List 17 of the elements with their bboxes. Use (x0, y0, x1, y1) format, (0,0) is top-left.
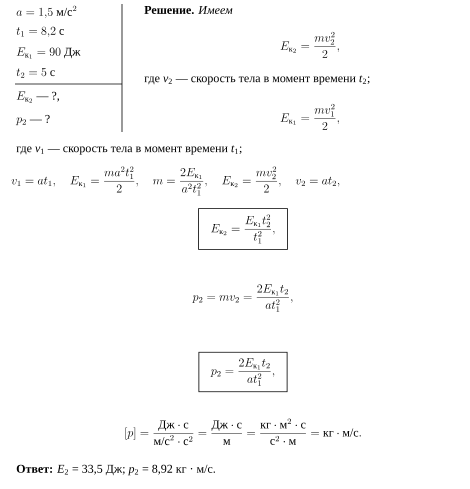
answer-line: Ответ: E$_{2}$ = 33,5 Дж; p$_{2}$ = 8,92 кг · м/с. (16, 464, 215, 476)
text-line: где v$_{1}$ — скорость тела в момент времени t$_{1}$; (16, 145, 242, 155)
unknown-value: $E_{\text{к}_2}\text{ — ?,}$ (16, 91, 59, 103)
formula-box: $E_{\text{к}_2} = \frac{E_{\text{к}_1}t_2^2}{t_1^2},$ (198, 208, 288, 250)
given-value: $t_1 = 8{,}2~\text{с}$ (16, 26, 64, 38)
formula: $[p] = \frac{\text{Дж}\cdot\text{с}}{\text{м/с}^2\cdot\text{с}^2} = \frac{\text{Дж}\cdot\text{с}}{\text{м}} = \frac{\text{кг}\cdot\text{м}^2\cdot\text{с}}{\text{с}^2\cdot\text{м}} = \text{кг}\cdot\text{м/с}.$ (126, 418, 361, 446)
given-value: $a = 1{,}5~\text{м/с}^2$ (16, 6, 76, 18)
formula-line: $v_1 = at_1,\quad E_{\text{к}_1} = \frac{ma^2t_1^2}{2},\quad m = \frac{2E_{\text{к}_1}}{a^2t_1^2},\quad E_{\text{к}_2} = \frac{mv_2^2}{2},\quad v_2 = at_2,$ (12, 166, 340, 196)
formula-box: $p_2 = \frac{2E_{\text{к}_1}t_2}{at_1^2},$ (198, 352, 288, 392)
formula: $E_{\text{к}_2} = \frac{mv_2^2}{2},$ (280, 32, 339, 58)
given-value: $t_2 = 5~\text{с}$ (16, 68, 55, 78)
given-value: $E_{\text{к}_1} = 90~\text{Дж}$ (16, 47, 81, 59)
formula: $p_2 = mv_2 = \frac{2E_{\text{к}_1}t_2}{at_1^2},$ (192, 284, 292, 312)
text-line: где v$_{2}$ — скорость тела в момент времени t$_{2}$; (144, 75, 370, 85)
unknown-value: $p_2\text{ — ?}$ (16, 114, 50, 126)
formula: $E_{\text{к}_1} = \frac{mv_1^2}{2},$ (280, 104, 339, 130)
solution-heading: Решение. Имеем (144, 6, 232, 14)
